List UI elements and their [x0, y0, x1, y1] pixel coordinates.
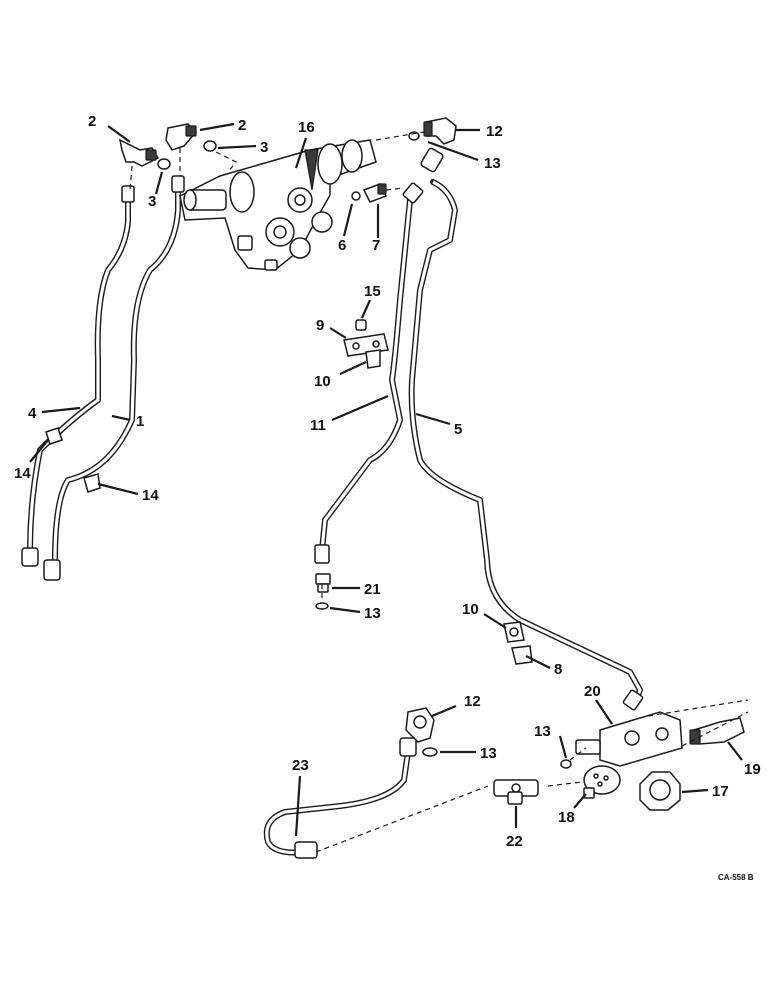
assembly-lines	[129, 131, 749, 853]
clamp-10-upper	[365, 349, 381, 369]
callout-13-block: 13	[534, 723, 551, 740]
clip-14-lower	[83, 473, 101, 493]
cap-17	[639, 771, 681, 811]
clamp-8	[511, 645, 533, 665]
tube-4	[27, 197, 131, 553]
tube-23	[263, 749, 411, 856]
elbow-fitting-12-lower	[405, 707, 435, 743]
callout-3-right: 3	[260, 139, 268, 156]
callout-19: 19	[744, 761, 761, 778]
callout-1: 1	[136, 413, 144, 430]
elbow-fitting-2-right	[165, 123, 198, 151]
tube-11	[319, 197, 413, 553]
callout-10-upper: 10	[314, 373, 331, 390]
connector-21	[315, 573, 331, 593]
o-rings	[157, 131, 572, 769]
clip-14-upper	[45, 427, 63, 445]
callout-14-lower: 14	[142, 487, 159, 504]
callout-13-upper: 13	[484, 155, 501, 172]
tube-5	[408, 179, 643, 703]
callout-20: 20	[584, 683, 601, 700]
callout-10-lower: 10	[462, 601, 479, 618]
callout-2-right: 2	[238, 117, 246, 134]
clamp-10-lower	[503, 621, 525, 643]
callout-12-upper: 12	[486, 123, 503, 140]
callout-13-lower: 13	[480, 745, 497, 762]
elbow-fitting-12-upper	[423, 117, 457, 145]
callout-5: 5	[454, 421, 462, 438]
callout-9: 9	[316, 317, 324, 334]
callout-7: 7	[372, 237, 380, 254]
callout-3-left: 3	[148, 193, 156, 210]
callout-17: 17	[712, 783, 729, 800]
callout-22: 22	[506, 833, 523, 850]
tube-nut-fittings	[21, 147, 644, 859]
callout-11: 11	[310, 417, 326, 434]
control-valve-body	[179, 139, 377, 271]
callout-13-mid: 13	[364, 605, 381, 622]
clamp-15-spacer	[355, 319, 367, 331]
callout-15: 15	[364, 283, 381, 300]
leader-arrows	[29, 122, 743, 837]
callout-2-left: 2	[88, 113, 96, 130]
callout-21: 21	[364, 581, 381, 598]
figure-code: CA-558 B	[718, 873, 754, 882]
callout-14-upper: 14	[14, 465, 31, 482]
callout-6: 6	[338, 237, 346, 254]
callout-8: 8	[554, 661, 562, 678]
switch-18	[583, 765, 621, 799]
callout-16: 16	[298, 119, 315, 136]
callout-labels: 2 2 3 3 16 12 13 6 7 15 9 10 11 5 4 1 14…	[14, 113, 761, 882]
manifold-block-20	[575, 711, 683, 767]
tee-fitting-22	[493, 779, 539, 805]
callout-4: 4	[28, 405, 37, 422]
callout-12-lower: 12	[464, 693, 481, 710]
fitting-19	[689, 717, 745, 745]
connector-7	[362, 183, 388, 203]
tube-1	[52, 185, 181, 563]
callout-23: 23	[292, 757, 309, 774]
callout-18: 18	[558, 809, 575, 826]
elbow-fitting-2-left	[118, 138, 160, 167]
